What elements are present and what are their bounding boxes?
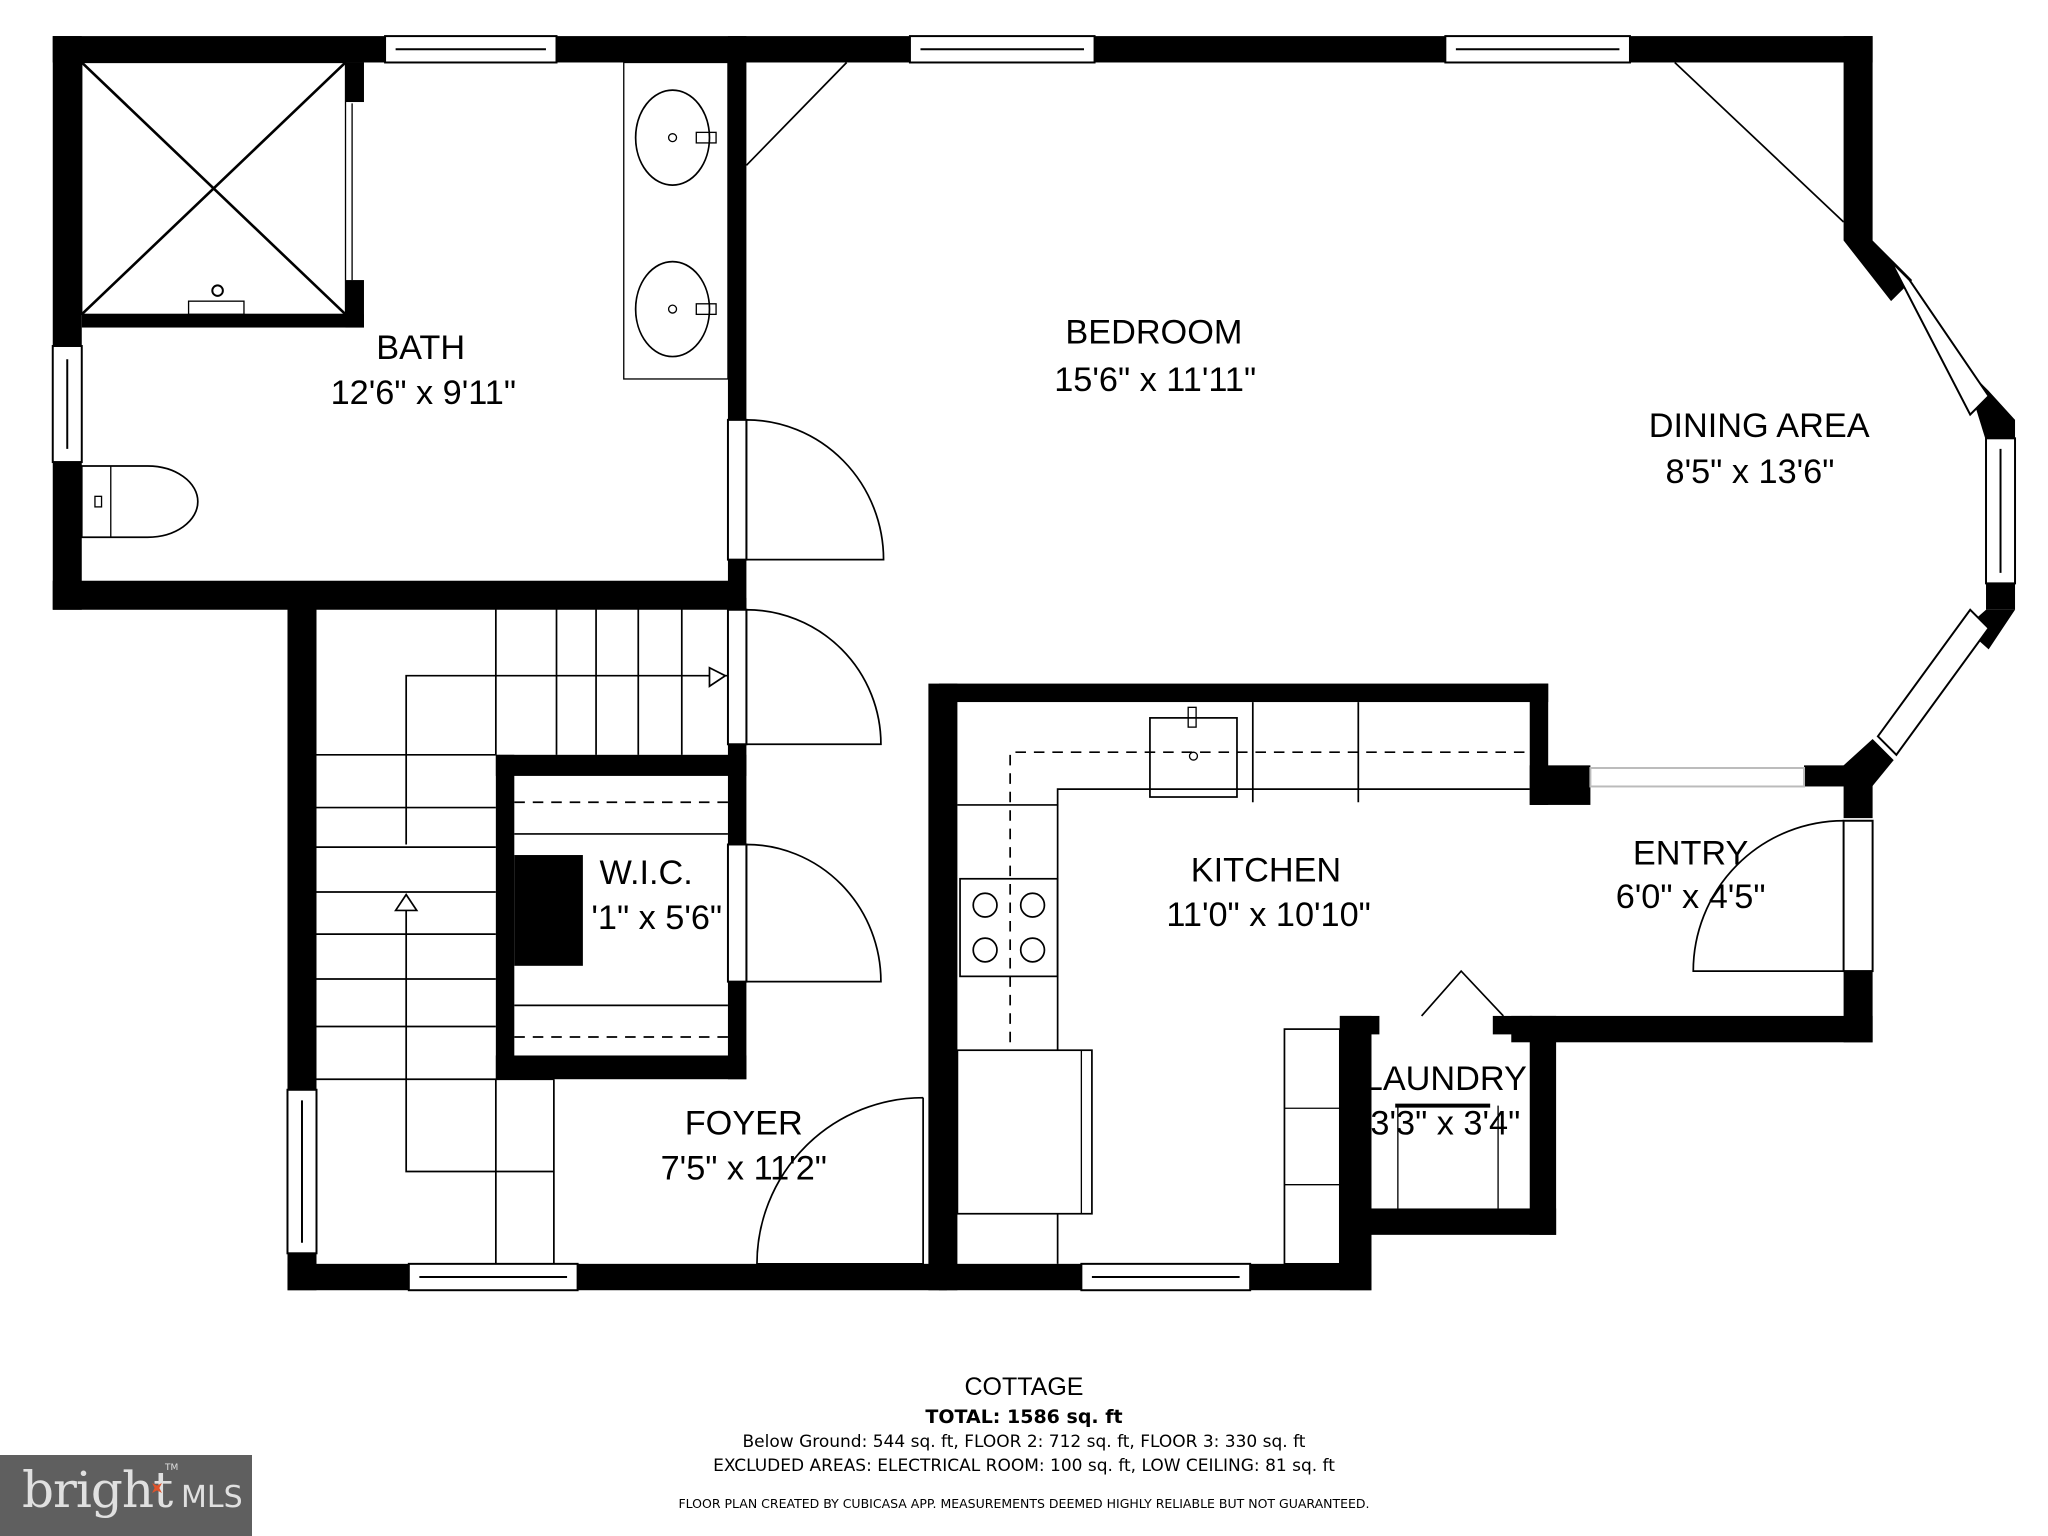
wic-name: W.I.C. [600,854,693,892]
entry-dims: 6'0" x 4'5" [1616,878,1766,916]
dining-dims: 8'5" x 13'6" [1666,453,1835,491]
walls [52,36,2016,1291]
total-area: TOTAL: 1586 sq. ft [925,1406,1123,1428]
bright-mls-logo: bright TM MLS [0,1455,252,1536]
bedroom-name: BEDROOM [1065,313,1242,351]
laundry-dims: 3'3" x 3'4" [1370,1105,1520,1143]
windows [51,35,2017,1292]
plan-title: COTTAGE [964,1373,1084,1401]
logo-suffix: MLS [181,1480,243,1515]
bedroom-dims: 15'6" x 11'11" [1054,361,1256,399]
foyer-name: FOYER [685,1105,803,1143]
bath-dims: 12'6" x 9'11" [331,374,516,412]
room-labels: BATH 12'6" x 9'11" BEDROOM 15'6" x 11'11… [331,313,1870,1187]
foyer-dims: 7'5" x 11'2" [661,1149,827,1187]
laundry-name: LAUNDRY [1364,1060,1527,1098]
wic-dims: '1" x 5'6" [591,899,722,937]
dining-name: DINING AREA [1649,407,1870,445]
bath-name: BATH [376,329,465,367]
floor-areas: Below Ground: 544 sq. ft, FLOOR 2: 712 s… [742,1432,1306,1452]
logo-brand: bright [22,1461,173,1519]
kitchen-dims: 11'0" x 10'10" [1166,896,1370,934]
entry-name: ENTRY [1633,834,1749,872]
logo-trademark: TM [165,1463,179,1473]
excluded-areas: EXCLUDED AREAS: ELECTRICAL ROOM: 100 sq.… [713,1456,1335,1476]
fixtures [80,61,1845,1265]
kitchen-name: KITCHEN [1191,851,1341,889]
disclaimer: FLOOR PLAN CREATED BY CUBICASA APP. MEAS… [678,1496,1370,1511]
